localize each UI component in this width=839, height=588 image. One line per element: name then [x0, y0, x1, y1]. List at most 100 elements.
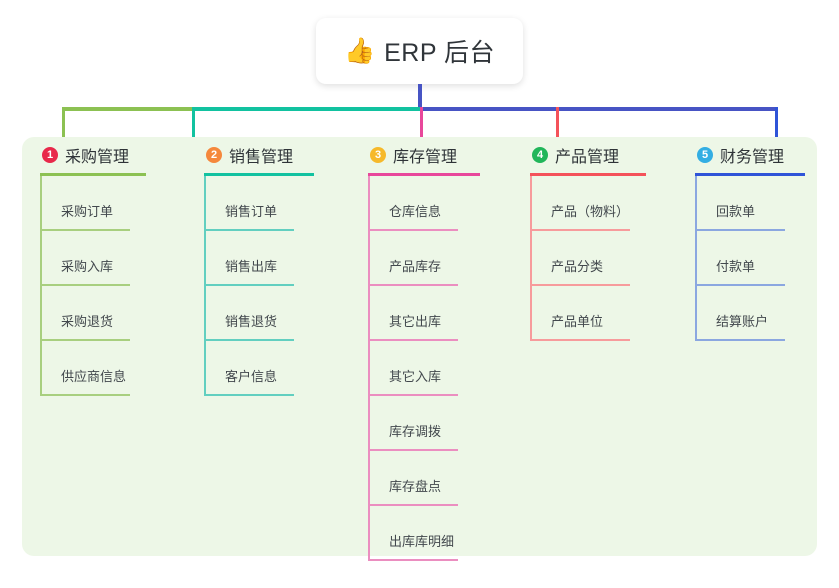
- branch-spine-2: [204, 176, 206, 396]
- branch-item-rule: [370, 394, 458, 396]
- branch-rule-4: [530, 173, 646, 176]
- branch-drop-line-1: [62, 107, 65, 140]
- branch-item[interactable]: 销售退货: [204, 286, 314, 341]
- branch-item-rule: [206, 284, 294, 286]
- branch-item-rule: [370, 284, 458, 286]
- branch-item-rule: [206, 229, 294, 231]
- branch-item-rule: [697, 339, 785, 341]
- branch-badge-5: 5: [697, 147, 713, 163]
- root-title: ERP 后台: [384, 39, 496, 67]
- branch-header-2[interactable]: 2 销售管理: [204, 141, 314, 169]
- branch-drop-line-3: [420, 107, 423, 140]
- branch-spine-4: [530, 176, 532, 341]
- thumbs-up-icon: 👍: [343, 36, 376, 65]
- branch-item-rule: [532, 284, 630, 286]
- branch-spine-5: [695, 176, 697, 341]
- branch-header-3[interactable]: 3 库存管理: [368, 141, 480, 169]
- branch-drop-line-2: [192, 107, 195, 140]
- branch-items-4: 产品（物料） 产品分类产品单位: [530, 176, 646, 341]
- branch-drop-line-4: [556, 107, 559, 140]
- branch-item-label: 仓库信息: [389, 204, 442, 219]
- branch-item-rule: [42, 394, 130, 396]
- branch-rule-5: [695, 173, 805, 176]
- branch-item-label: 其它入库: [389, 369, 442, 384]
- branch-items-1: 采购订单采购入库采购退货供应商信息: [40, 176, 150, 396]
- branch-item[interactable]: 回款单: [695, 176, 805, 231]
- branch-rule-1: [40, 173, 146, 176]
- branch-item[interactable]: 仓库信息: [368, 176, 480, 231]
- branch-rule-3: [368, 173, 480, 176]
- branch-item[interactable]: 产品库存: [368, 231, 480, 286]
- branch-items-5: 回款单付款单结算账户: [695, 176, 805, 341]
- branch-item-label: 库存调拨: [389, 424, 442, 439]
- branch-item-label: 采购退货: [61, 314, 114, 329]
- branch-item-label: 产品（物料）: [551, 204, 630, 219]
- branch-title-4: 产品管理: [555, 149, 620, 166]
- branch-item-rule: [532, 229, 630, 231]
- branch-item[interactable]: 付款单: [695, 231, 805, 286]
- branch-item-label: 产品分类: [551, 259, 604, 274]
- branch-spine-1: [40, 176, 42, 396]
- branch-item-label: 销售出库: [225, 259, 278, 274]
- branch-title-2: 销售管理: [229, 149, 294, 166]
- branch-item[interactable]: 产品分类: [530, 231, 646, 286]
- branch-item-label: 供应商信息: [61, 369, 127, 384]
- branch-item-rule: [42, 339, 130, 341]
- branch-item-rule: [532, 339, 630, 341]
- branch-item-label: 采购订单: [61, 204, 114, 219]
- branch-item[interactable]: 销售出库: [204, 231, 314, 286]
- branch-rule-2: [204, 173, 314, 176]
- branch-item-rule: [370, 449, 458, 451]
- branch-item[interactable]: 产品单位: [530, 286, 646, 341]
- branch-item[interactable]: 产品（物料）: [530, 176, 646, 231]
- branch-item[interactable]: 供应商信息: [40, 341, 150, 396]
- branch-item[interactable]: 销售订单: [204, 176, 314, 231]
- branch-item-label: 销售退货: [225, 314, 278, 329]
- branch-title-1: 采购管理: [65, 149, 130, 166]
- branch-item-rule: [370, 504, 458, 506]
- branch-item-rule: [206, 339, 294, 341]
- branch-item-label: 回款单: [716, 204, 756, 219]
- branch-item[interactable]: 出库库明细: [368, 506, 480, 561]
- branch-title-3: 库存管理: [393, 149, 458, 166]
- branches-panel: [22, 137, 817, 556]
- root-node[interactable]: 👍 ERP 后台: [316, 18, 523, 84]
- branch-items-3: 仓库信息产品库存其它出库其它入库库存调拨库存盘点出库库明细: [368, 176, 480, 561]
- branch-badge-3: 3: [370, 147, 386, 163]
- branch-item-label: 结算账户: [716, 314, 769, 329]
- branch-item-label: 销售订单: [225, 204, 278, 219]
- branch-spine-3: [368, 176, 370, 561]
- branch-item-rule: [370, 229, 458, 231]
- branch-item-rule: [370, 559, 458, 561]
- branch-5-column: 5 财务管理回款单付款单结算账户: [695, 141, 805, 341]
- branch-item-label: 付款单: [716, 259, 756, 274]
- connector-segment-3: [420, 107, 777, 111]
- branch-header-5[interactable]: 5 财务管理: [695, 141, 805, 169]
- root-stem-line: [418, 84, 422, 109]
- branch-item-rule: [697, 284, 785, 286]
- branch-item-label: 其它出库: [389, 314, 442, 329]
- branch-item[interactable]: 其它出库: [368, 286, 480, 341]
- branch-item-rule: [697, 229, 785, 231]
- branch-item-label: 采购入库: [61, 259, 114, 274]
- branch-item-rule: [206, 394, 294, 396]
- branch-item-label: 客户信息: [225, 369, 278, 384]
- branch-title-5: 财务管理: [720, 149, 785, 166]
- connector-segment-1: [62, 107, 192, 111]
- branch-item-label: 产品库存: [389, 259, 442, 274]
- branch-item[interactable]: 采购退货: [40, 286, 150, 341]
- branch-item[interactable]: 采购订单: [40, 176, 150, 231]
- branch-item-label: 产品单位: [551, 314, 604, 329]
- branch-item[interactable]: 结算账户: [695, 286, 805, 341]
- branch-item[interactable]: 库存盘点: [368, 451, 480, 506]
- branch-item[interactable]: 库存调拨: [368, 396, 480, 451]
- branch-item[interactable]: 客户信息: [204, 341, 314, 396]
- branch-item-rule: [42, 284, 130, 286]
- branch-item[interactable]: 其它入库: [368, 341, 480, 396]
- branch-item[interactable]: 采购入库: [40, 231, 150, 286]
- branch-badge-2: 2: [206, 147, 222, 163]
